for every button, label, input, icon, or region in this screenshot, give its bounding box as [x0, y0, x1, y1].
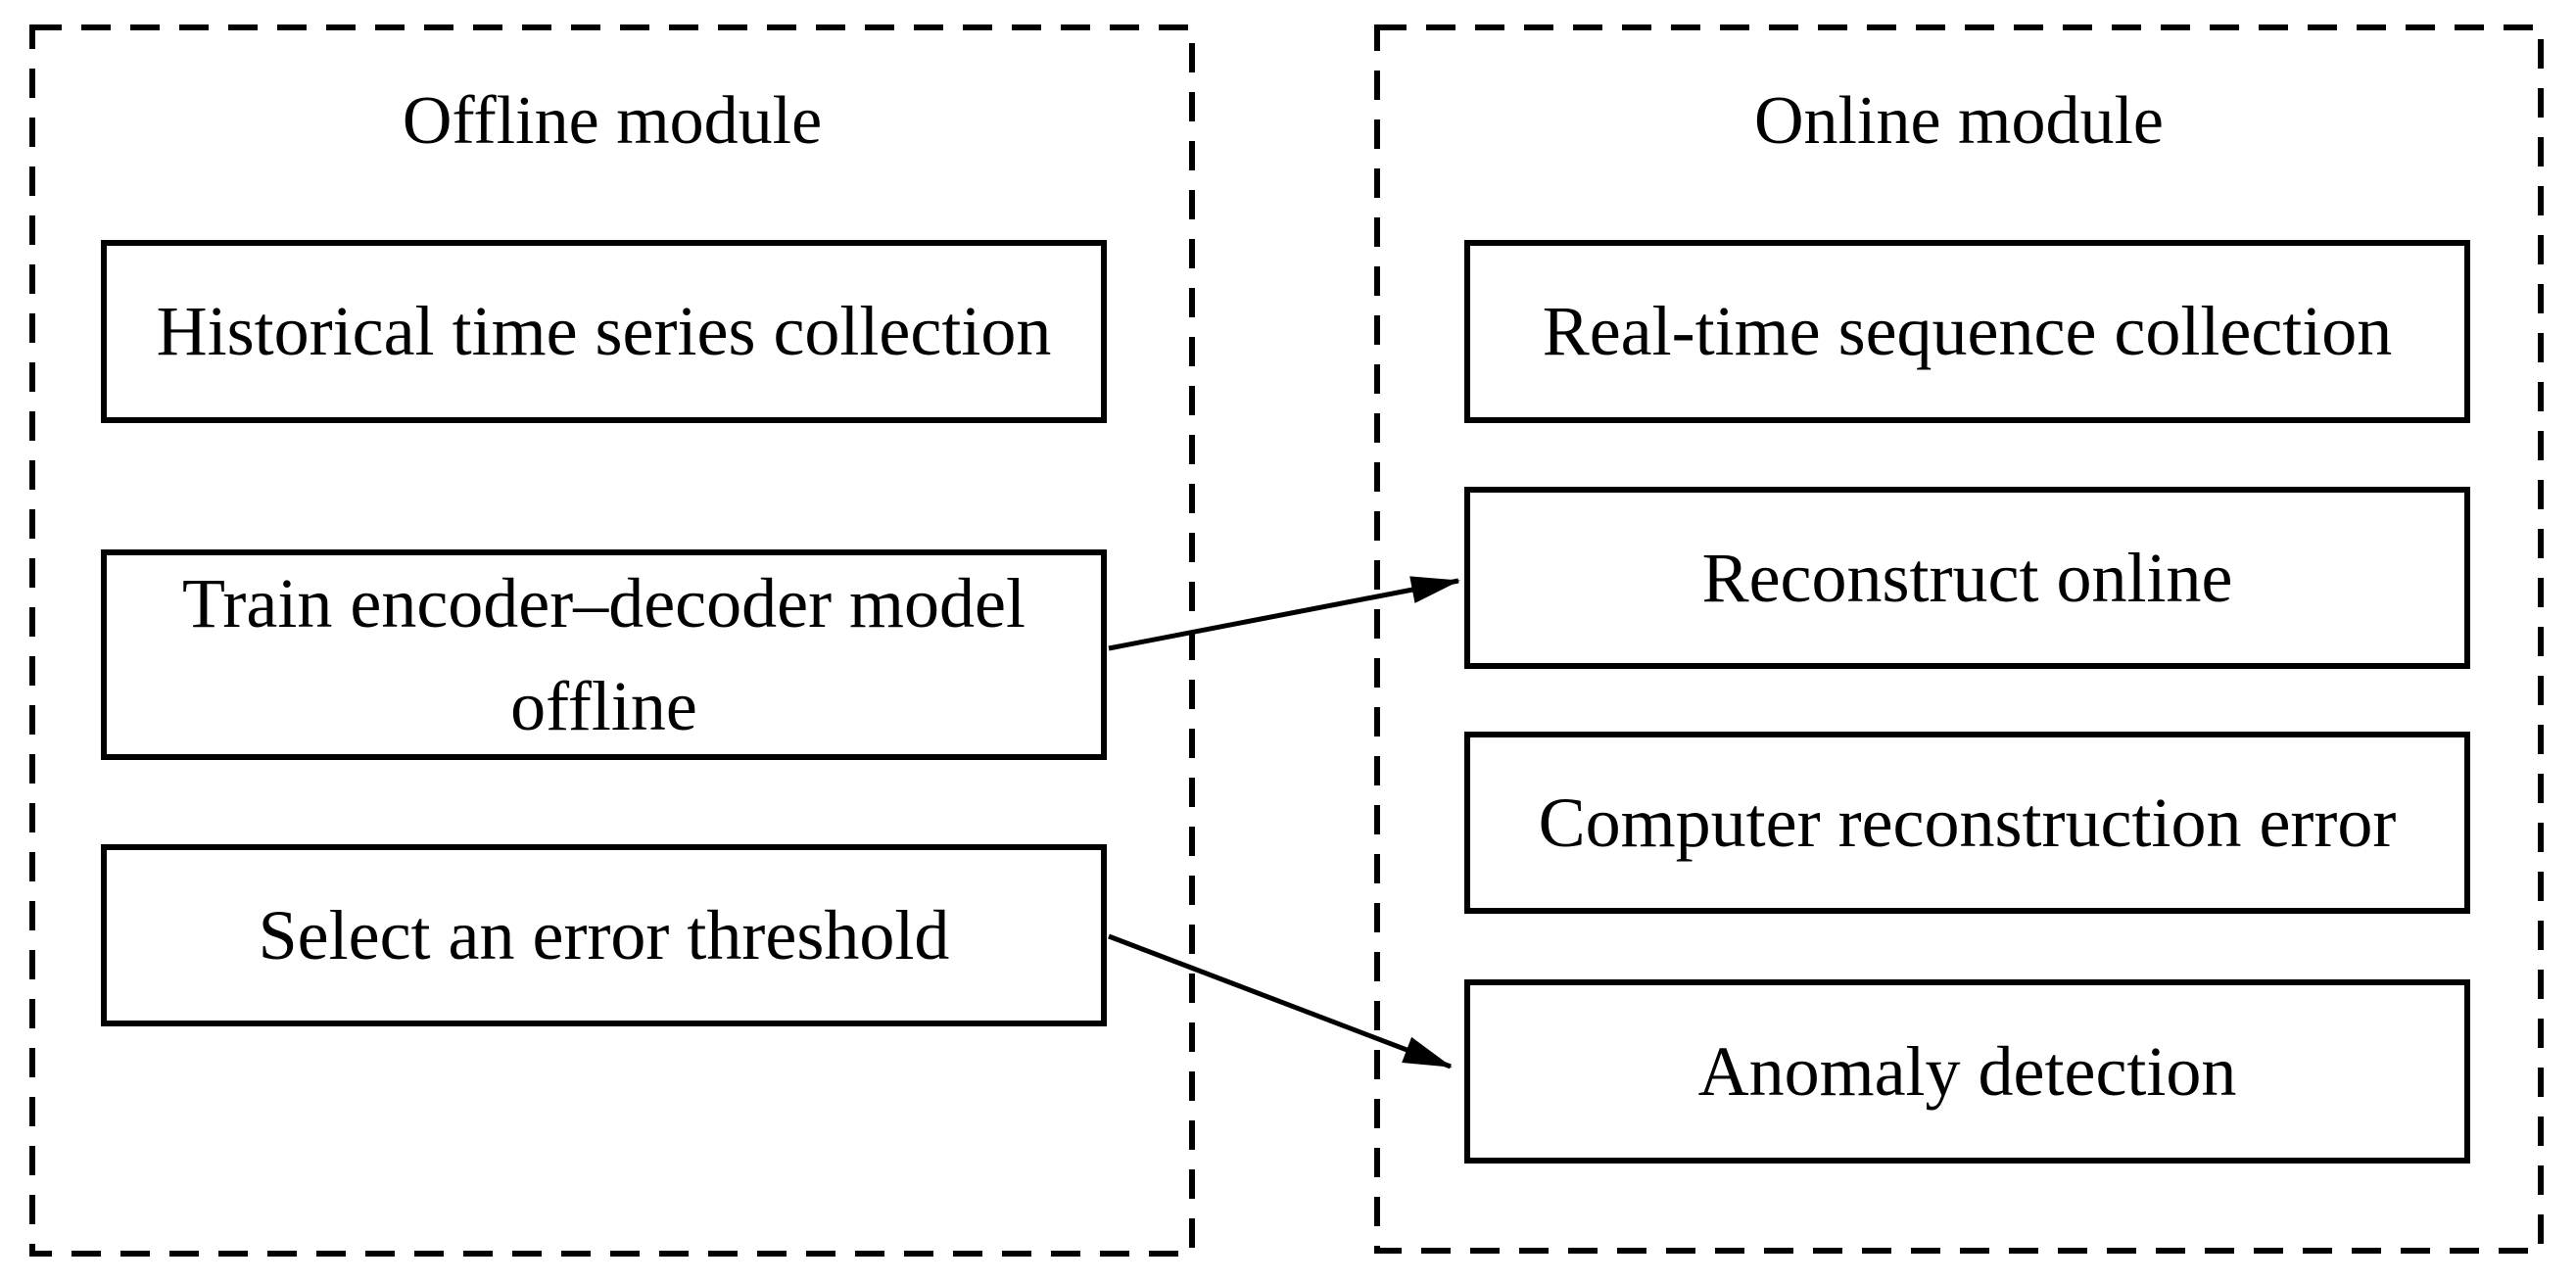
offline-module-title: Offline module — [402, 83, 823, 159]
box-computer-reconstruction-error: Computer reconstruction error — [1464, 732, 2470, 914]
box-historical-time-series-collection: Historical time series collection — [101, 240, 1107, 423]
box-anomaly-detection: Anomaly detection — [1464, 979, 2470, 1164]
online-module-border — [1374, 24, 2544, 1254]
box-select-an-error-threshold: Select an error threshold — [101, 844, 1107, 1026]
box-reconstruct-online: Reconstruct online — [1464, 487, 2470, 669]
arrow-threshold-to-anomaly — [1108, 933, 1453, 1069]
offline-module-border — [29, 24, 1195, 1257]
box-real-time-sequence-collection: Real-time sequence collection — [1464, 240, 2470, 423]
online-module-title: Online module — [1754, 83, 2164, 159]
box-train-encoder-decoder-model-offline: Train encoder–decoder model offline — [101, 549, 1107, 760]
arrow-train-to-reconstruct — [1108, 576, 1460, 651]
